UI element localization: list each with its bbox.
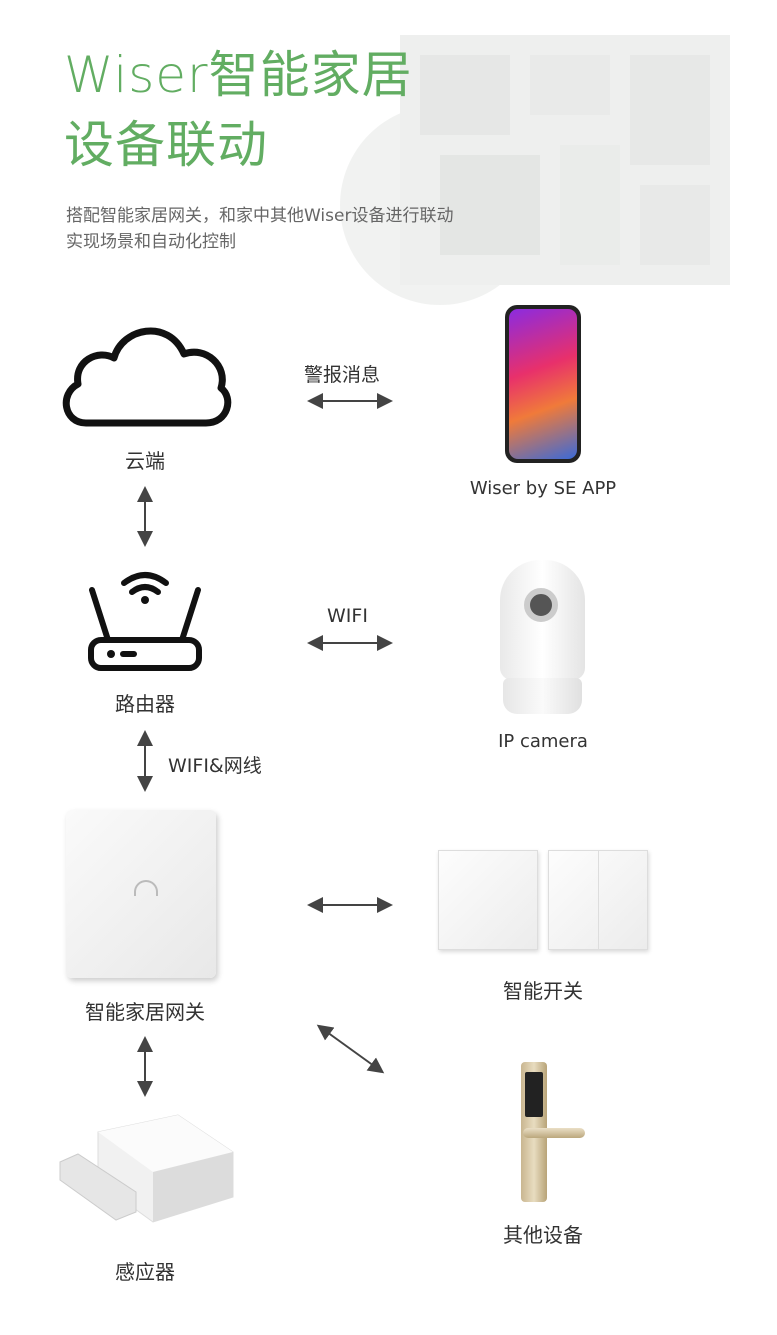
cloud-label: 云端 <box>125 449 165 473</box>
smart-lock-image <box>515 1062 585 1207</box>
wifi-icon <box>134 880 158 896</box>
phone-app-image <box>505 305 581 463</box>
router-icon <box>88 572 202 671</box>
page-title-line1: Wiser智能家居 <box>64 46 413 104</box>
app-label: Wiser by SE APP <box>469 478 617 499</box>
ip-camera-image <box>500 560 585 715</box>
gateway-label: 智能家居网关 <box>85 1000 205 1024</box>
arrow-gateway-other <box>316 1024 385 1074</box>
floorplan-background-image <box>340 35 730 305</box>
gateway-device-image <box>66 810 216 978</box>
camera-label: IP camera <box>498 731 588 752</box>
sensor-device-image <box>59 1114 234 1223</box>
router-camera-link-label: WIFI <box>327 605 368 627</box>
subtitle-line1: 搭配智能家居网关，和家中其他Wiser设备进行联动 <box>66 206 454 226</box>
double-switch-image <box>548 850 648 950</box>
single-switch-image <box>438 850 538 950</box>
router-label: 路由器 <box>115 692 175 716</box>
other-devices-label: 其他设备 <box>503 1223 583 1247</box>
sensor-label: 感应器 <box>115 1260 175 1284</box>
cloud-icon <box>62 327 232 427</box>
switch-label: 智能开关 <box>503 979 583 1003</box>
cloud-app-link-label: 警报消息 <box>304 364 381 386</box>
router-gateway-link-label: WIFI&网线 <box>168 755 262 777</box>
page-title-line2: 设备联动 <box>64 116 268 174</box>
subtitle-line2: 实现场景和自动化控制 <box>66 232 236 252</box>
